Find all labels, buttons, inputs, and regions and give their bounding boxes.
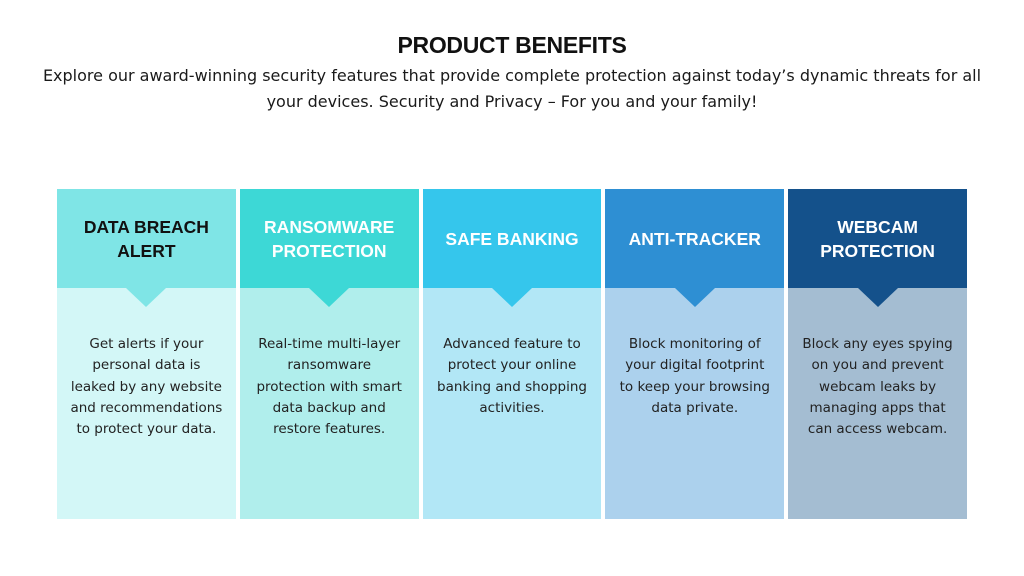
card-ransomware-protection: RANSOMWARE PROTECTION Real-time multi-la… [239, 189, 419, 519]
card-title: RANSOMWARE PROTECTION [239, 189, 419, 288]
card-title: WEBCAM PROTECTION [788, 189, 967, 288]
card-description: Get alerts if your personal data is leak… [57, 288, 236, 519]
page-subtitle: Explore our award-winning security featu… [42, 66, 982, 111]
card-anti-tracker: ANTI-TRACKER Block monitoring of your di… [605, 189, 785, 519]
card-description: Block monitoring of your digital footpri… [605, 288, 785, 519]
card-title: ANTI-TRACKER [605, 189, 785, 288]
card-description: Advanced feature to protect your online … [422, 288, 602, 519]
card-description: Block any eyes spying on you and prevent… [788, 288, 967, 519]
benefit-cards: DATA BREACH ALERT Get alerts if your per… [57, 189, 967, 519]
card-description: Real-time multi-layer ransomware protect… [239, 288, 419, 519]
card-safe-banking: SAFE BANKING Advanced feature to protect… [422, 189, 602, 519]
page-title: PRODUCT BENEFITS [397, 32, 627, 58]
card-title: SAFE BANKING [422, 189, 602, 288]
card-webcam-protection: WEBCAM PROTECTION Block any eyes spying … [788, 189, 967, 519]
card-data-breach-alert: DATA BREACH ALERT Get alerts if your per… [57, 189, 236, 519]
card-title: DATA BREACH ALERT [57, 189, 236, 288]
